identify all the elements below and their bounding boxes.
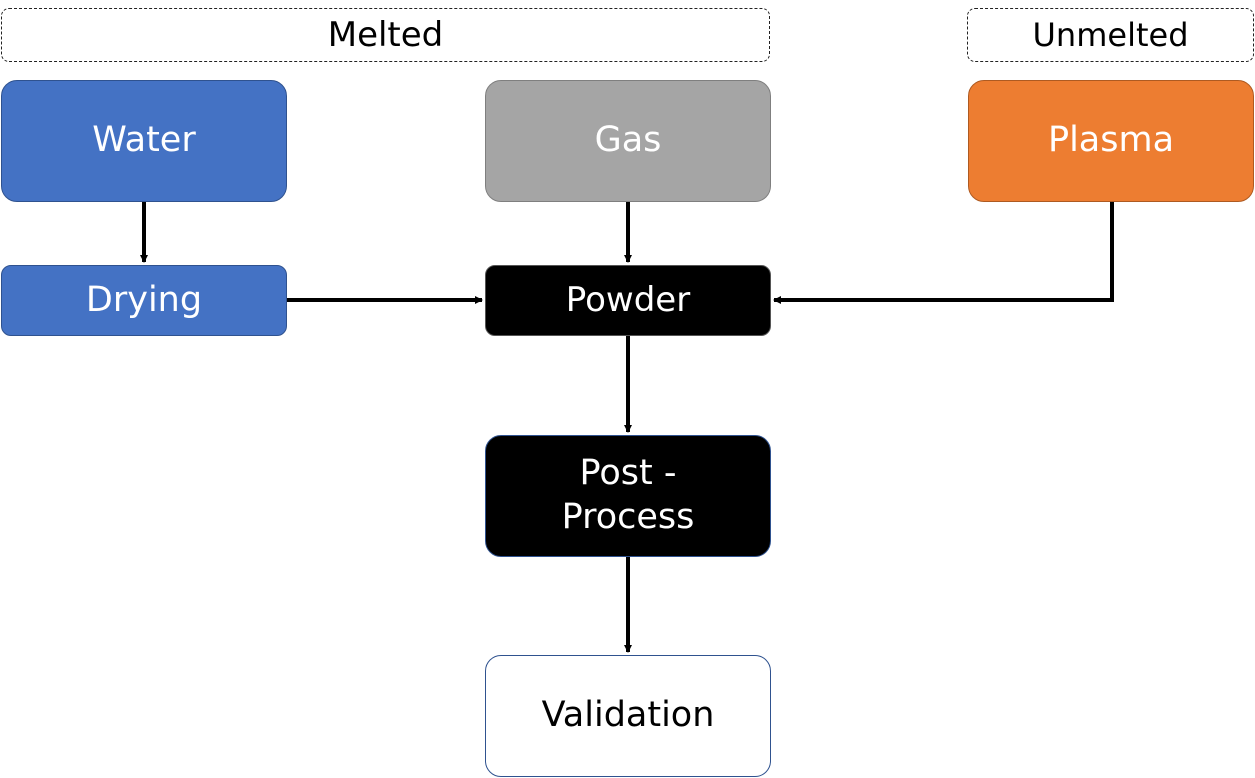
plasma-node: Plasma bbox=[968, 80, 1254, 202]
gas-label: Gas bbox=[594, 120, 662, 161]
water-label: Water bbox=[92, 120, 196, 161]
post-process-node: Post - Process bbox=[485, 435, 771, 557]
validation-label: Validation bbox=[541, 695, 715, 736]
edge-plasma-powder bbox=[773, 202, 1114, 304]
unmelted-group-label: Unmelted bbox=[967, 8, 1254, 62]
melted-group-label: Melted bbox=[1, 8, 770, 62]
plasma-label: Plasma bbox=[1047, 120, 1175, 161]
powder-node: Powder bbox=[485, 265, 771, 336]
powder-label: Powder bbox=[565, 280, 691, 321]
drying-node: Drying bbox=[1, 265, 287, 336]
unmelted-label-text: Unmelted bbox=[1032, 16, 1189, 54]
drying-label: Drying bbox=[85, 279, 203, 320]
post-process-label-line2: Process bbox=[561, 497, 695, 537]
validation-node: Validation bbox=[485, 655, 771, 777]
water-node: Water bbox=[1, 80, 287, 202]
melted-label-text: Melted bbox=[327, 15, 444, 55]
post-process-label-line1: Post - bbox=[579, 453, 677, 494]
gas-node: Gas bbox=[485, 80, 771, 202]
